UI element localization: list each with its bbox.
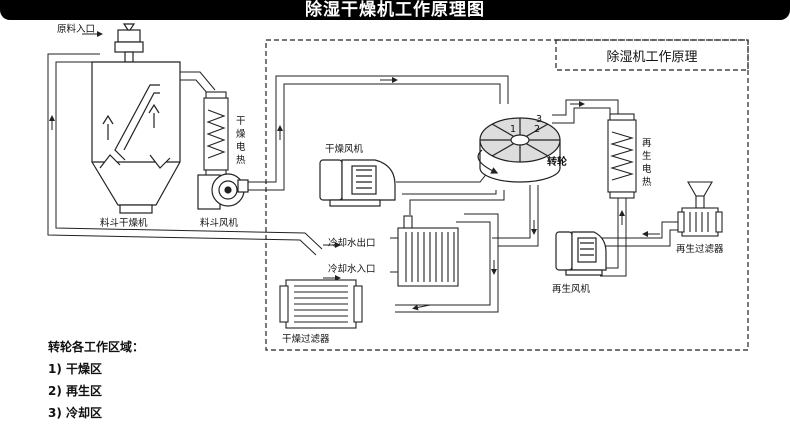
label-dry-filter: 干燥过滤器 xyxy=(282,333,330,345)
desiccant-wheel xyxy=(477,117,561,183)
zone-item-cooling: 3) 冷却区 xyxy=(48,406,103,420)
label-regen-fan: 再生风机 xyxy=(552,283,591,295)
label-regen-filter: 再生过滤器 xyxy=(676,243,724,255)
label-hopper-dryer: 料斗干燥机 xyxy=(100,217,148,229)
regen-heater xyxy=(607,113,637,199)
wheel-sector-3: 3 xyxy=(536,114,542,125)
box-title-frame xyxy=(555,39,749,71)
cooler xyxy=(397,215,459,287)
label-hopper-fan: 料斗风机 xyxy=(200,217,239,229)
wheel-sector-1: 1 xyxy=(510,124,516,135)
pipes xyxy=(47,53,680,313)
dry-fan xyxy=(319,159,396,207)
regen-filter xyxy=(677,181,723,237)
label-cooling-out: 冷却水出口 xyxy=(328,237,376,249)
label-regen-heater: 再生电热 xyxy=(642,138,652,188)
hopper-fan xyxy=(197,173,249,210)
label-dry-heater: 干燥电热 xyxy=(236,116,246,166)
hopper-heater xyxy=(203,91,229,177)
title-bar xyxy=(0,0,790,20)
wheel-sector-2: 2 xyxy=(534,124,540,135)
zones-heading: 转轮各工作区域： xyxy=(48,340,145,354)
label-dry-fan: 干燥风机 xyxy=(325,143,364,155)
hopper-dryer xyxy=(91,23,181,214)
label-cooling-in: 冷却水入口 xyxy=(328,263,376,275)
box-title: 除湿机工作原理 xyxy=(606,50,697,65)
label-wheel: 转轮 xyxy=(547,155,567,168)
zone-item-drying: 1) 干燥区 xyxy=(48,362,103,376)
dry-filter xyxy=(279,279,363,329)
zone-item-regeneration: 2) 再生区 xyxy=(48,384,103,398)
label-raw-inlet: 原料入口 xyxy=(57,23,95,35)
page-title: 除湿干燥机工作原理图 xyxy=(305,0,485,20)
flow-arrows xyxy=(49,31,660,311)
dehumidifier-boundary xyxy=(265,39,749,351)
regen-fan xyxy=(555,231,607,276)
